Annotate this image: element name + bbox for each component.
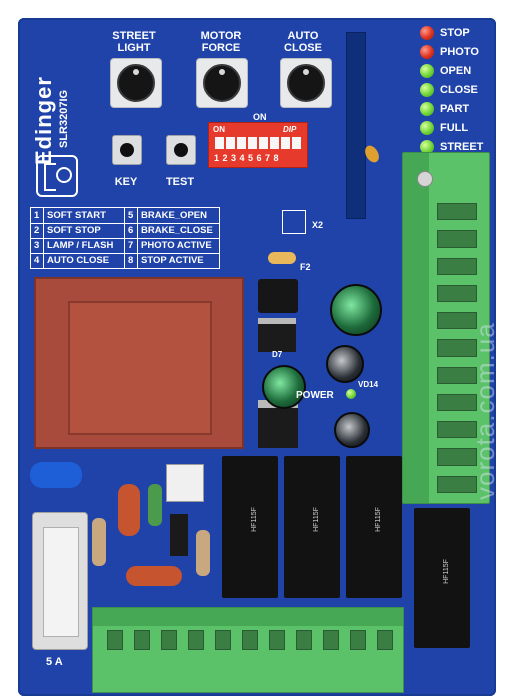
resistor [196, 530, 210, 576]
table-cell: AUTO CLOSE [47, 255, 110, 266]
capacitor-large [330, 284, 382, 336]
relay-3: HF115F [346, 456, 402, 598]
capacitor [326, 345, 364, 383]
table-cell: 8 [128, 255, 134, 266]
relay-2: HF115F [284, 456, 340, 598]
auto-close-knob[interactable] [280, 58, 332, 108]
model-number: SLR3207IG [58, 89, 70, 148]
auto-close-label: AUTO CLOSE [284, 30, 322, 54]
d7-label: D7 [272, 350, 283, 359]
table-cell: 7 [128, 240, 134, 251]
led-full-icon [420, 121, 434, 135]
transformer [34, 277, 244, 449]
red-capacitor [118, 484, 140, 536]
table-cell: BRAKE_CLOSE [141, 225, 213, 236]
transistor [170, 514, 188, 556]
power-led-icon [346, 389, 356, 399]
led-full-label: FULL [440, 122, 469, 134]
table-cell: SOFT START [47, 210, 106, 221]
table-row: 2 [34, 225, 40, 236]
red-capacitor [126, 566, 182, 586]
table-cell: 6 [128, 225, 134, 236]
blue-capacitor [30, 462, 82, 488]
dip-switch[interactable]: ON DIP 1 2 3 4 5 6 7 8 [208, 122, 308, 168]
watermark: vorota.com.ua [470, 322, 500, 500]
table-cell: LAMP / FLASH [47, 240, 114, 251]
f2-label: F2 [300, 262, 311, 272]
capacitor [262, 365, 306, 409]
table-row: 1 [34, 210, 40, 221]
motor-force-label: MOTOR FORCE [200, 30, 242, 54]
fuse-f2 [268, 252, 296, 264]
led-photo-icon [420, 45, 434, 59]
knob-icon [203, 64, 241, 102]
vd14-label: VD14 [358, 380, 379, 389]
terminal-strip-right[interactable] [402, 152, 490, 504]
table-cell: BRAKE_OPEN [141, 210, 207, 221]
test-button[interactable] [166, 135, 196, 165]
x2-header [282, 210, 306, 234]
street-light-knob[interactable] [110, 58, 162, 108]
dip-on-label: ON [253, 112, 267, 122]
power-label: POWER [296, 390, 334, 401]
x2-label: X2 [312, 220, 324, 230]
table-cell: 5 [128, 210, 134, 221]
street-light-label: STREET LIGHT [112, 30, 156, 54]
resistor [92, 518, 106, 566]
dip-function-table: 1 SOFT START 5 BRAKE_OPEN 2 SOFT STOP 6 … [30, 207, 220, 269]
bridge-rectifier [258, 279, 298, 313]
terminal-strip-bottom[interactable] [92, 607, 404, 693]
motor-force-knob[interactable] [196, 58, 248, 108]
table-cell: SOFT STOP [47, 225, 101, 236]
brand-name: Edinger [31, 76, 56, 165]
key-label: KEY [114, 176, 138, 188]
knob-icon [117, 64, 155, 102]
led-photo-label: PHOTO [440, 46, 479, 58]
optocoupler [166, 464, 204, 502]
test-label: TEST [165, 176, 195, 188]
led-part-icon [420, 102, 434, 116]
fuse-label: 5 A [46, 656, 63, 668]
led-stop-icon [420, 26, 434, 40]
brand-logo: Edinger [31, 35, 61, 165]
brand-emblem-icon [36, 155, 78, 197]
knob-icon [287, 64, 325, 102]
radio-module [346, 32, 366, 219]
regulator-d7 [258, 318, 296, 352]
led-open-label: OPEN [440, 65, 472, 77]
fuse-holder [32, 512, 88, 650]
table-cell: PHOTO ACTIVE [141, 240, 212, 251]
capacitor [334, 412, 370, 448]
table-row: 3 [34, 240, 40, 251]
dip-numbers: 1 2 3 4 5 6 7 8 [214, 153, 280, 163]
led-open-icon [420, 64, 434, 78]
led-part-label: PART [440, 103, 470, 115]
led-column: STOP PHOTO OPEN CLOSE PART FULL STREET L… [420, 26, 500, 176]
table-row: 4 [34, 255, 40, 266]
inductor [148, 484, 162, 526]
led-close-icon [420, 83, 434, 97]
led-close-label: CLOSE [440, 84, 478, 96]
led-street-light-icon [420, 140, 434, 154]
table-cell: STOP ACTIVE [141, 255, 204, 266]
key-button[interactable] [112, 135, 142, 165]
led-stop-label: STOP [440, 27, 470, 39]
relay-1: HF115F [222, 456, 278, 598]
relay-4: HF115F [414, 508, 470, 648]
screw-icon [417, 171, 433, 187]
